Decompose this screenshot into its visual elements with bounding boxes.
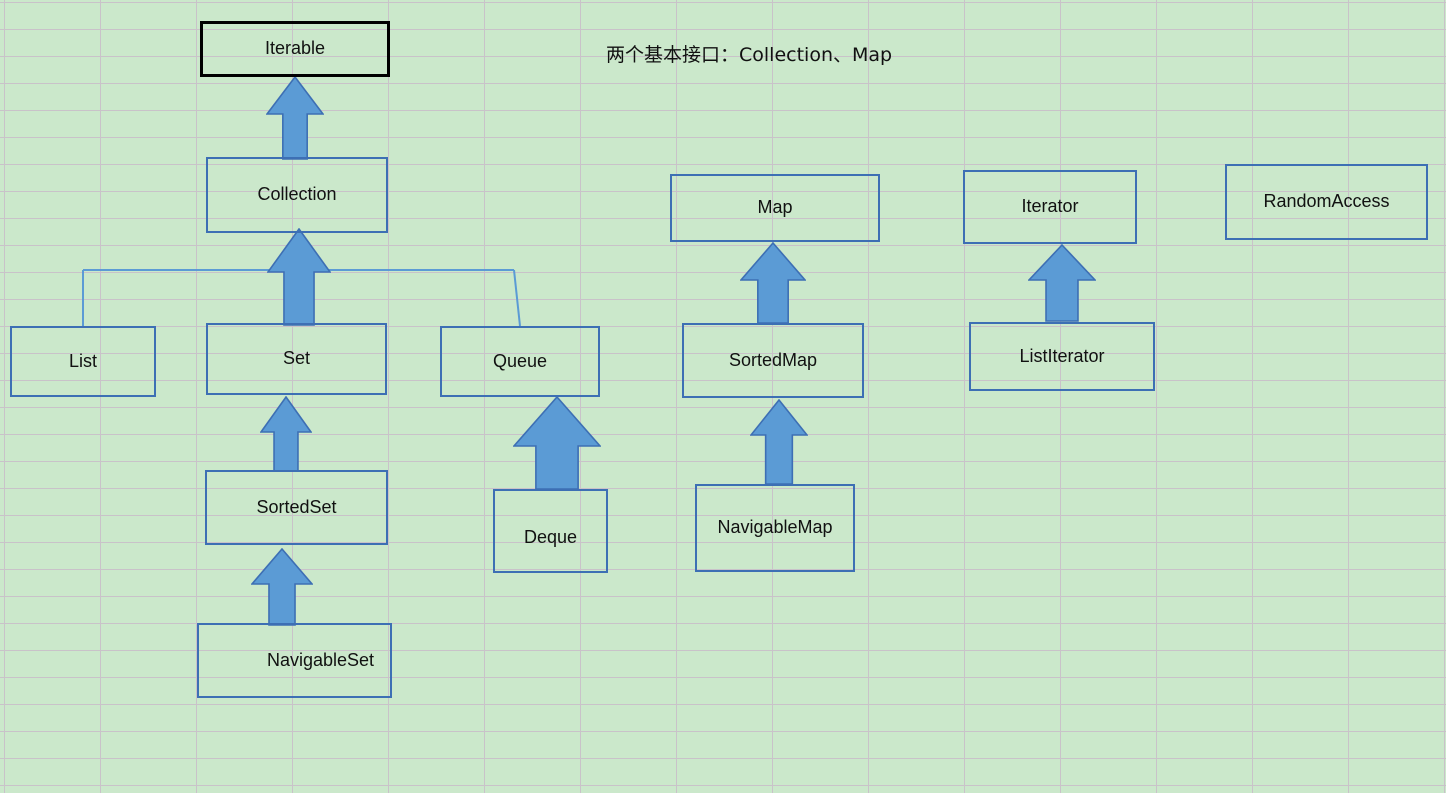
node-randomaccess[interactable]: RandomAccess <box>1225 164 1428 240</box>
node-label: ListIterator <box>1019 345 1105 366</box>
arrow-shape <box>260 396 312 472</box>
node-sortedset[interactable]: SortedSet <box>205 470 388 545</box>
arrow-listiterator-to-iterator <box>1028 244 1096 322</box>
node-deque[interactable]: Deque <box>493 489 608 573</box>
node-listiterator[interactable]: ListIterator <box>969 322 1155 391</box>
node-iterable[interactable]: Iterable <box>200 21 390 77</box>
arrow-svg <box>513 396 601 490</box>
node-iterator[interactable]: Iterator <box>963 170 1137 244</box>
diagram-title: 两个基本接口：Collection、Map <box>606 44 893 66</box>
node-label: Iterable <box>264 38 326 59</box>
node-label: Iterator <box>1021 196 1079 217</box>
arrow-shape <box>750 399 808 485</box>
arrow-svg <box>750 399 808 485</box>
node-label: NavigableSet <box>266 649 375 670</box>
arrow-shape <box>266 76 324 160</box>
arrow-sortedset-to-set <box>260 396 312 472</box>
arrow-shape <box>513 396 601 490</box>
arrow-svg <box>260 396 312 472</box>
arrow-svg <box>267 228 331 326</box>
node-collection[interactable]: Collection <box>206 157 388 233</box>
arrow-shape <box>251 548 313 626</box>
arrow-svg <box>740 242 806 324</box>
node-navigablemap[interactable]: NavigableMap <box>695 484 855 572</box>
arrow-collection-to-iterable <box>266 76 324 160</box>
node-set[interactable]: Set <box>206 323 387 395</box>
node-label: List <box>68 350 97 371</box>
node-label: SortedSet <box>256 496 337 517</box>
arrow-svg <box>266 76 324 160</box>
arrow-set-to-collection <box>267 228 331 326</box>
connector-collection-to-queue <box>513 269 521 327</box>
arrow-svg <box>1028 244 1096 322</box>
arrow-shape <box>1028 244 1096 322</box>
arrow-navigableset-to-sortedset <box>251 548 313 626</box>
node-label: Set <box>282 348 311 369</box>
node-label: NavigableMap <box>717 517 833 538</box>
arrow-shape <box>740 242 806 324</box>
node-navigableset[interactable]: NavigableSet <box>197 623 392 698</box>
node-label: RandomAccess <box>1263 191 1390 212</box>
node-label: Collection <box>257 184 337 205</box>
node-map[interactable]: Map <box>670 174 880 242</box>
node-list[interactable]: List <box>10 326 156 397</box>
node-sortedmap[interactable]: SortedMap <box>682 323 864 398</box>
arrow-deque-to-queue <box>513 396 601 490</box>
node-label: Map <box>757 197 793 218</box>
arrow-sortedmap-to-map <box>740 242 806 324</box>
node-label: Deque <box>523 527 578 548</box>
node-label: SortedMap <box>728 349 818 370</box>
arrow-shape <box>267 228 331 326</box>
node-label: Queue <box>492 350 548 371</box>
node-queue[interactable]: Queue <box>440 326 600 397</box>
arrow-svg <box>251 548 313 626</box>
arrow-navigablemap-to-sortedmap <box>750 399 808 485</box>
